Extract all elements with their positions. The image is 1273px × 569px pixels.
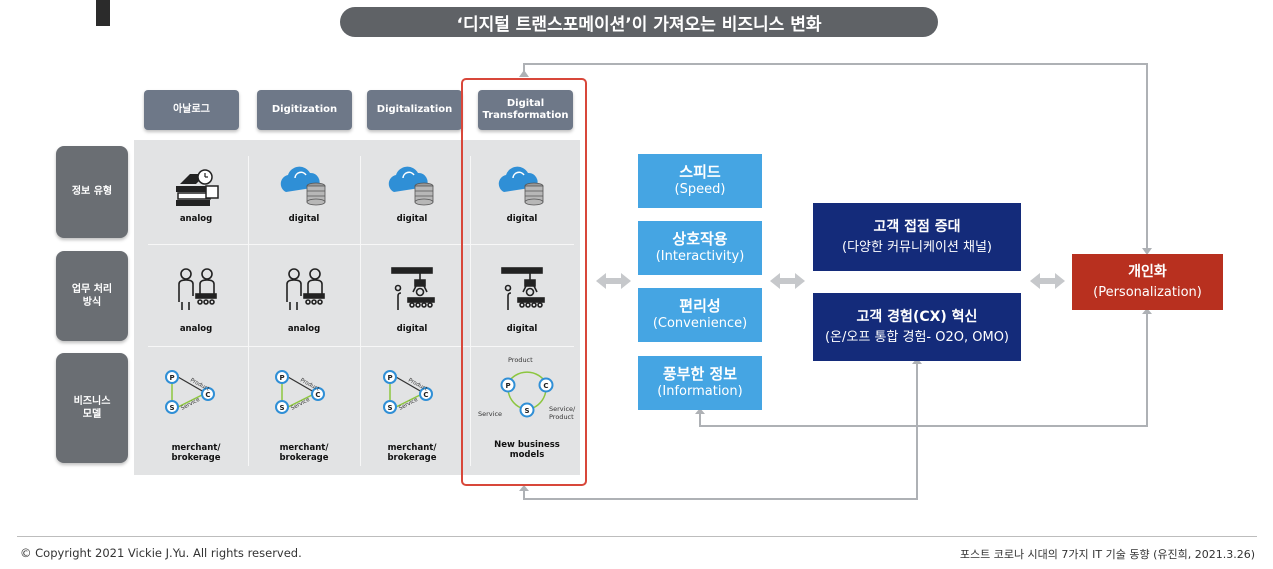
footer-copyright: © Copyright 2021 Vickie J.Yu. All rights… [20, 546, 302, 560]
outcome-title: 고객 접점 증대 [873, 219, 961, 236]
column-header-digitalization: Digitalization [367, 90, 462, 130]
grid-divider [148, 244, 574, 245]
feedback-connector-bottom [699, 312, 1148, 427]
row-header-business-model: 비즈니스 모델 [56, 353, 128, 463]
cell-label: merchant/ brokerage [387, 443, 437, 464]
benefit-convenience: 편리성 (Convenience) [638, 288, 762, 342]
benefit-information: 풍부한 정보 (Information) [638, 356, 762, 410]
grid-divider [470, 156, 471, 466]
outcome-cx-innovation: 고객 경험(CX) 혁신 (온/오프 통합 경험- O2O, OMO) [813, 293, 1021, 361]
benefit-title: 스피드 [679, 162, 721, 181]
diagram-label-product: Product [508, 356, 533, 364]
cell-label: digital [396, 324, 428, 334]
page-title: ‘디지털 트랜스포메이션’이 가져오는 비즈니스 변화 [340, 7, 938, 37]
business-model-diagram [165, 370, 215, 414]
workers-icon [178, 268, 217, 311]
cloud-database-icon [280, 165, 326, 206]
cell-label: merchant/ brokerage [279, 443, 329, 464]
double-arrow-icon [1030, 273, 1065, 289]
footer-source: 포스트 코로나 시대의 7가지 IT 기술 동향 (유진희, 2021.3.26… [959, 548, 1255, 561]
cell-label: analog [287, 324, 321, 334]
benefit-subtitle: (Speed) [674, 182, 726, 198]
benefit-title: 상호작용 [672, 229, 728, 248]
column-header-digital-transformation: Digital Transformation [478, 90, 573, 130]
outcome-subtitle: (다양한 커뮤니케이션 채널) [842, 240, 992, 256]
personalization-box: 개인화 (Personalization) [1072, 254, 1223, 310]
benefit-speed: 스피드 (Speed) [638, 154, 762, 208]
arrow-head-icon [519, 70, 529, 77]
personalization-subtitle: (Personalization) [1093, 284, 1202, 300]
grid-divider [248, 156, 249, 466]
benefit-interactivity: 상호작용 (Interactivity) [638, 221, 762, 275]
column-header-digitization: Digitization [257, 90, 352, 130]
benefit-title: 풍부한 정보 [662, 364, 738, 383]
column-header-analog: 아날로그 [144, 90, 239, 130]
arrow-head-icon [1142, 308, 1152, 314]
benefit-subtitle: (Interactivity) [655, 249, 745, 265]
benefit-subtitle: (Information) [657, 384, 743, 400]
corner-mark [96, 0, 110, 26]
outcome-subtitle: (온/오프 통합 경험- O2O, OMO) [824, 330, 1009, 346]
cell-label: analog [179, 324, 213, 334]
footer-divider [17, 536, 1257, 537]
cell-label: New business models [494, 440, 560, 461]
arrow-head-icon [1142, 248, 1152, 255]
diagram-label-service: Service [478, 410, 503, 418]
cell-label: digital [288, 214, 320, 224]
grid-divider [360, 156, 361, 466]
double-arrow-icon [596, 273, 631, 289]
arrow-head-icon [695, 408, 705, 414]
arrow-head-icon [912, 358, 922, 364]
cell-label: digital [506, 324, 538, 334]
cloud-database-icon [388, 165, 434, 206]
grid-divider [148, 346, 574, 347]
diagram-label-service-product: Service/ Product [549, 405, 576, 421]
outcome-title: 고객 경험(CX) 혁신 [856, 309, 978, 326]
business-model-diagram [275, 370, 325, 414]
cell-label: analog [179, 214, 213, 224]
workers-icon [286, 268, 325, 311]
cell-label: digital [506, 214, 538, 224]
robot-arm-icon [391, 267, 435, 311]
row-header-work-process: 업무 처리 방식 [56, 251, 128, 341]
books-icon [175, 169, 219, 207]
cell-label: merchant/ brokerage [171, 443, 221, 464]
personalization-title: 개인화 [1128, 263, 1167, 280]
business-model-diagram [383, 370, 433, 414]
benefit-title: 편리성 [679, 296, 721, 315]
outcome-touchpoints: 고객 접점 증대 (다양한 커뮤니케이션 채널) [813, 203, 1021, 271]
feedback-connector-cx [523, 362, 918, 500]
row-header-info-type: 정보 유형 [56, 146, 128, 238]
benefit-subtitle: (Convenience) [652, 316, 748, 332]
cell-label: digital [396, 214, 428, 224]
arrow-head-icon [519, 485, 529, 491]
digital-transformation-highlight [461, 78, 587, 486]
double-arrow-icon [770, 273, 805, 289]
